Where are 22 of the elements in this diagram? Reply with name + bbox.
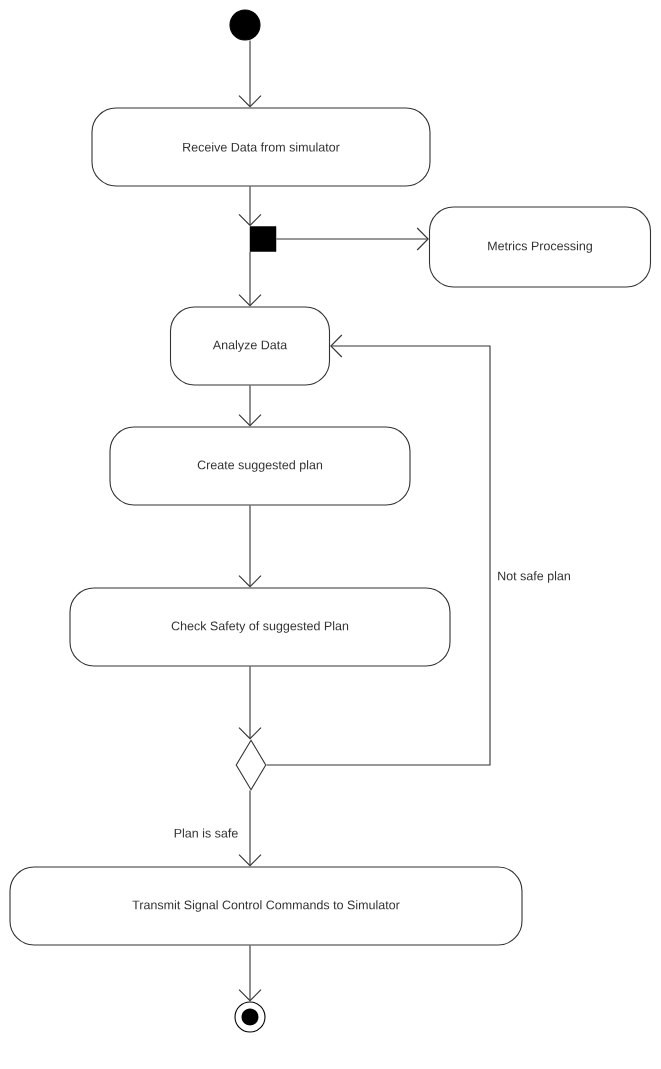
- start-dot: [229, 9, 261, 41]
- action-box: Create suggested plan: [109, 426, 411, 506]
- arrow: [238, 40, 262, 108]
- action-box: Receive Data from simulator: [91, 107, 431, 187]
- fork-bar: [249, 226, 277, 252]
- arrow: [266, 334, 491, 766]
- arrow: [238, 666, 262, 740]
- edge-label: Not safe plan: [496, 570, 572, 584]
- end-bullseye: [234, 1001, 266, 1033]
- arrow: [238, 945, 262, 1002]
- decision-diamond: [235, 739, 267, 791]
- arrow: [238, 251, 262, 307]
- action-box: Check Safety of suggested Plan: [69, 587, 451, 667]
- arrow: [275, 227, 429, 251]
- arrow: [238, 505, 262, 588]
- action-box: Analyze Data: [169, 306, 331, 386]
- arrow: [238, 790, 262, 867]
- arrow: [238, 186, 262, 227]
- arrow: [238, 385, 262, 427]
- edge-label: Plan is safe: [172, 827, 240, 839]
- action-box: Transmit Signal Control Commands to Simulator: [9, 866, 523, 946]
- action-box: Metrics Processing: [428, 206, 652, 288]
